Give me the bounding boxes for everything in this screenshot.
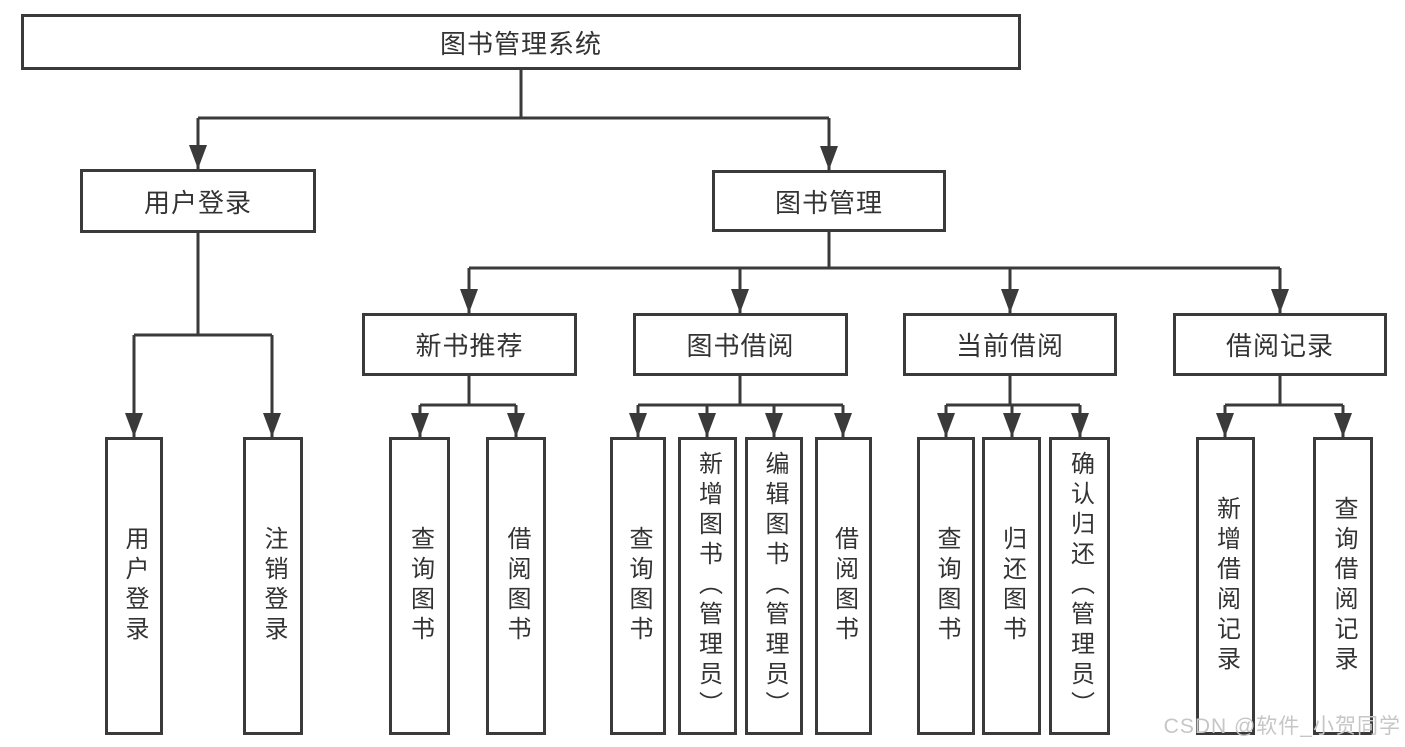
leaf-records-add-record: 新增借阅记录 [1196,437,1255,735]
leaf-newbooks-borrow-books: 借阅图书 [486,437,546,735]
leaf-user-login: 用户登录 [105,437,163,735]
leaf-borrowing-query-books: 查询图书 [610,437,666,735]
leaf-current-query-books: 查询图书 [917,437,975,735]
node-user-login: 用户登录 [80,169,316,233]
leaf-current-confirm-return-admin: 确认归还（管理员） [1049,437,1110,735]
leaf-newbooks-query-books: 查询图书 [389,437,450,735]
node-root: 图书管理系统 [21,14,1021,70]
leaf-borrowing-edit-books-admin: 编辑图书（管理员） [745,437,803,735]
leaf-borrowing-add-books-admin: 新增图书（管理员） [678,437,737,735]
csdn-watermark: CSDN @软件_小贺同学 [1163,715,1401,738]
leaf-borrowing-borrow-books: 借阅图书 [815,437,872,735]
leaf-current-return-books: 归还图书 [982,437,1041,735]
node-book-mgmt: 图书管理 [712,170,946,232]
node-current-borrow: 当前借阅 [903,313,1117,376]
leaf-records-query-record: 查询借阅记录 [1313,437,1373,735]
leaf-logout: 注销登录 [243,437,303,735]
node-new-book-recommend: 新书推荐 [362,313,577,376]
node-book-borrow: 图书借阅 [633,313,848,376]
node-borrow-records: 借阅记录 [1173,313,1387,376]
